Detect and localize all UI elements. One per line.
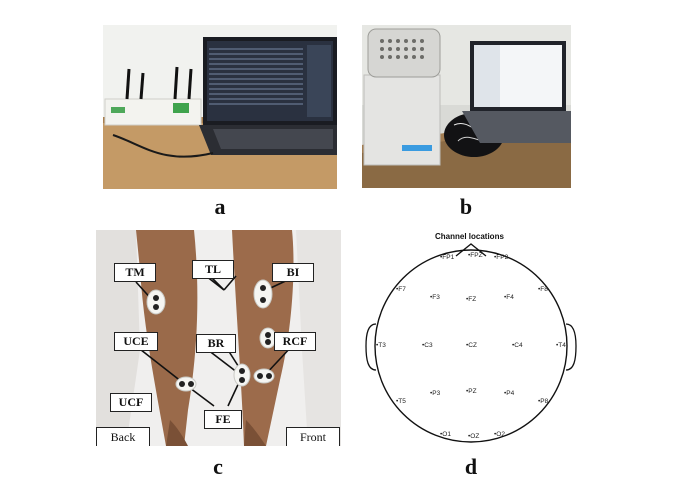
channel-f4: •F4 — [504, 294, 514, 301]
photo-stimulator-illustration — [362, 25, 571, 188]
channel-t4: •T4 — [556, 342, 566, 349]
channel-f8: •F8 — [538, 286, 548, 293]
label-ucf: UCF — [110, 393, 152, 412]
channel-c4: •C4 — [512, 342, 523, 349]
caption-a: a — [214, 194, 226, 219]
label-front: Front — [286, 427, 340, 446]
channel-o1: •O1 — [440, 431, 451, 438]
caption-d: d — [464, 454, 478, 479]
label-uce: UCE — [114, 332, 158, 351]
channel-t3: •T3 — [376, 342, 386, 349]
eeg-channel-map: Channel locations •FP1 •FPZ •FP2 •F7 •F3… — [360, 228, 580, 448]
channel-p4: •P4 — [504, 390, 515, 397]
photo-amplifier-illustration — [103, 25, 337, 189]
caption-b: b — [459, 194, 473, 219]
channel-p8: •P8 — [538, 398, 549, 405]
photo-forearm-electrodes: TM TL BI UCE BR RCF UCF FE Back Front — [96, 230, 341, 446]
channel-fpz: •FPZ — [468, 252, 483, 259]
channel-fp2: •FP2 — [494, 254, 509, 261]
label-tm: TM — [114, 263, 156, 282]
head-outline — [365, 243, 577, 443]
channel-cz: •CZ — [466, 342, 477, 349]
photo-amplifier-setup — [103, 25, 337, 189]
channel-pz: •PZ — [466, 388, 477, 395]
label-rcf: RCF — [274, 332, 316, 351]
channel-locations-title: Channel locations — [435, 232, 504, 241]
label-tl: TL — [192, 260, 234, 279]
label-bi: BI — [272, 263, 314, 282]
channel-fp1: •FP1 — [440, 254, 455, 261]
label-br: BR — [196, 334, 236, 353]
channel-f3: •F3 — [430, 294, 440, 301]
channel-t5: •T5 — [396, 398, 406, 405]
caption-c: c — [213, 454, 223, 479]
channel-f7: •F7 — [396, 286, 406, 293]
channel-p3: •P3 — [430, 390, 441, 397]
channel-oz: •OZ — [468, 433, 480, 440]
label-back: Back — [96, 427, 150, 446]
photo-stimulator-setup — [362, 25, 571, 188]
channel-o2: •O2 — [494, 431, 505, 438]
channel-fz: •FZ — [466, 296, 477, 303]
label-fe: FE — [204, 410, 242, 429]
channel-c3: •C3 — [422, 342, 433, 349]
